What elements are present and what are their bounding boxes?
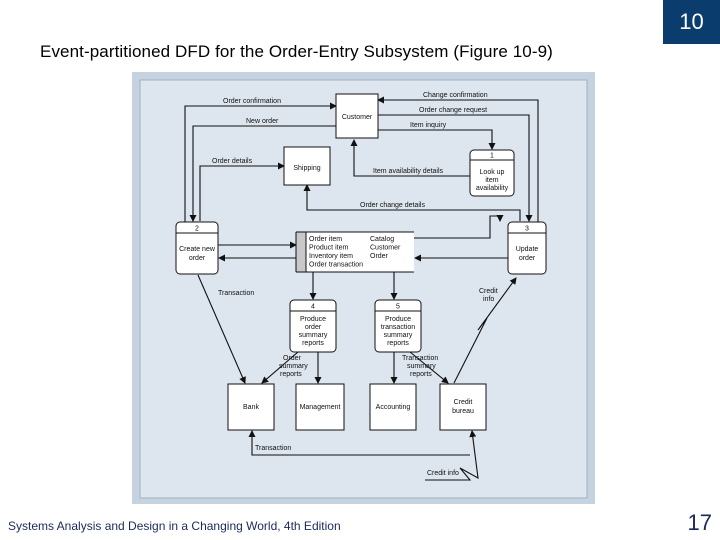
entity-management-label: Management bbox=[300, 404, 341, 411]
label-new-order: New order bbox=[246, 118, 279, 125]
flow-p4-to-bank bbox=[261, 351, 299, 384]
flow-p5-to-credit-bureau bbox=[409, 351, 449, 384]
flow-credit-info-right bbox=[453, 277, 517, 384]
entity-bank bbox=[227, 383, 275, 431]
label-transaction-bottom: Transaction bbox=[255, 445, 291, 452]
label-transaction-summary-reports-1: Transaction bbox=[402, 355, 438, 362]
store-item: Order bbox=[370, 253, 389, 260]
flow-item-inquiry bbox=[378, 129, 496, 150]
flow-store-to-p3 bbox=[414, 215, 504, 239]
process-4-line: reports bbox=[302, 340, 324, 347]
process-4-line: Produce bbox=[300, 316, 326, 323]
label-credit-info-right-1: Credit bbox=[479, 288, 498, 295]
external-entities: Customer Shipping Bank Management Accoun… bbox=[227, 93, 487, 431]
flow-transaction-left bbox=[197, 274, 246, 384]
process-5-line: reports bbox=[387, 340, 409, 347]
process-2-number: 2 bbox=[195, 226, 199, 233]
process-5-line: transaction bbox=[381, 324, 415, 331]
process-5-line: summary bbox=[384, 332, 413, 339]
entity-bank-label: Bank bbox=[243, 404, 259, 411]
entity-credit-bureau-label-1: Credit bbox=[454, 399, 473, 406]
processes: 1 Look up item availability 2 Create new… bbox=[175, 149, 547, 353]
process-1-line: availability bbox=[476, 185, 509, 192]
flow-order-confirmation bbox=[184, 102, 337, 222]
label-change-confirmation: Change confirmation bbox=[423, 92, 488, 99]
store-item: Order transaction bbox=[309, 262, 363, 269]
flow-order-change-request bbox=[378, 114, 533, 222]
page-number: 17 bbox=[687, 510, 712, 535]
entity-credit-bureau bbox=[439, 383, 487, 431]
process-4-line: summary bbox=[299, 332, 328, 339]
chapter-badge: 10 bbox=[663, 0, 720, 44]
process-2-line: order bbox=[189, 255, 206, 262]
flow-change-confirmation bbox=[377, 96, 539, 222]
flow-order-details bbox=[199, 162, 285, 221]
entity-credit-bureau-label-2: bureau bbox=[452, 408, 474, 415]
flow-new-order bbox=[189, 125, 336, 222]
entity-accounting bbox=[369, 383, 417, 431]
process-1-line: item bbox=[485, 177, 498, 184]
label-credit-info-bottom: Credit info bbox=[427, 470, 459, 477]
slide-title: Event-partitioned DFD for the Order-Entr… bbox=[40, 42, 553, 61]
chapter-number: 10 bbox=[679, 9, 704, 34]
label-order-summary-reports-2: summary bbox=[279, 363, 308, 370]
process-1-line: Look up bbox=[480, 169, 505, 176]
store-item: Catalog bbox=[370, 236, 394, 243]
process-4-number: 4 bbox=[311, 304, 315, 311]
process-1 bbox=[469, 149, 515, 197]
label-credit-info-right-2: info bbox=[483, 296, 494, 303]
process-5-line: Produce bbox=[385, 316, 411, 323]
process-2-line: Create new bbox=[179, 246, 216, 253]
entity-customer-label: Customer bbox=[342, 114, 373, 121]
process-2 bbox=[175, 221, 219, 275]
store-item: Order item bbox=[309, 236, 342, 243]
label-item-availability-details: Item availability details bbox=[373, 168, 444, 175]
process-3-number: 3 bbox=[525, 226, 529, 233]
label-order-details: Order details bbox=[212, 158, 253, 165]
process-3-line: order bbox=[519, 255, 536, 262]
label-transaction-left: Transaction bbox=[218, 290, 254, 297]
label-transaction-summary-reports-3: reports bbox=[410, 371, 432, 378]
data-store: Order item Product item Inventory item O… bbox=[295, 231, 414, 273]
process-5 bbox=[374, 299, 422, 353]
process-5-number: 5 bbox=[396, 304, 400, 311]
store-item: Product item bbox=[309, 245, 348, 252]
process-4-line: order bbox=[305, 324, 322, 331]
label-order-change-details: Order change details bbox=[360, 202, 425, 209]
label-item-inquiry: Item inquiry bbox=[410, 122, 447, 129]
process-1-number: 1 bbox=[490, 153, 494, 160]
store-item: Inventory item bbox=[309, 253, 353, 260]
entity-shipping-label: Shipping bbox=[293, 165, 320, 172]
label-order-confirmation: Order confirmation bbox=[223, 98, 281, 105]
process-4 bbox=[289, 299, 337, 353]
entity-shipping bbox=[283, 146, 331, 186]
label-order-summary-reports-3: reports bbox=[280, 371, 302, 378]
label-order-summary-reports-1: Order bbox=[283, 355, 302, 362]
flow-transaction-bottom bbox=[248, 430, 470, 456]
flow-labels: Order confirmation New order Change conf… bbox=[212, 92, 498, 477]
flow-credit-info-bottom bbox=[425, 430, 479, 481]
label-order-change-request: Order change request bbox=[419, 107, 487, 114]
flow-lines bbox=[184, 96, 539, 481]
entity-management bbox=[295, 383, 345, 431]
label-transaction-summary-reports-2: summary bbox=[407, 363, 436, 370]
process-3 bbox=[507, 221, 547, 275]
slide-footer: Systems Analysis and Design in a Changin… bbox=[8, 519, 341, 533]
data-store-shade bbox=[296, 232, 306, 272]
process-3-line: Update bbox=[516, 246, 539, 253]
flow-order-change-details bbox=[303, 184, 521, 221]
entity-accounting-label: Accounting bbox=[376, 404, 411, 411]
store-item: Customer bbox=[370, 245, 401, 252]
figure-panel bbox=[139, 79, 588, 499]
flow-item-availability-details bbox=[350, 139, 470, 177]
data-store-box bbox=[296, 232, 414, 272]
entity-customer bbox=[335, 93, 379, 139]
